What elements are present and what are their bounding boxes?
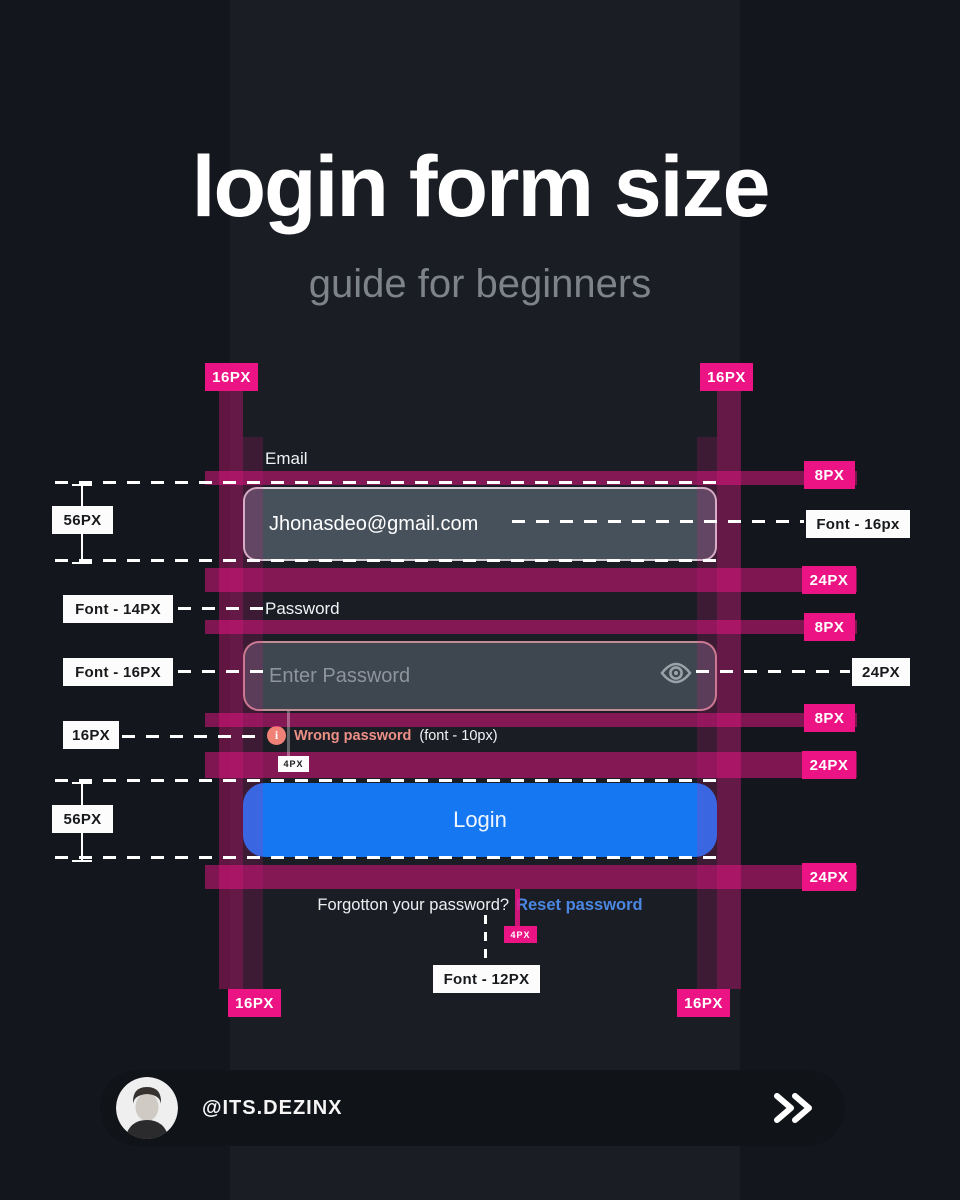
dash-email-font — [512, 520, 804, 523]
dash-email-top — [55, 481, 717, 484]
chip-24px-eye: 24PX — [852, 658, 910, 686]
password-input[interactable] — [243, 641, 717, 711]
page-subtitle: guide for beginners — [308, 262, 652, 306]
avatar — [116, 1077, 178, 1139]
spacing-band-24px-below-email — [205, 568, 857, 592]
chip-56px-email: 56PX — [52, 506, 113, 534]
padding-strip-left — [243, 437, 263, 989]
padding-strip-right — [697, 437, 717, 989]
login-button[interactable]: Login — [243, 783, 717, 857]
reset-password-link[interactable]: Reset password — [516, 896, 643, 914]
spacing-band-8px-error — [205, 713, 857, 727]
dash-email-bottom — [55, 559, 717, 562]
chip-24px-above-button: 24PX — [802, 751, 856, 779]
avatar-image — [116, 1077, 178, 1139]
forgot-password-text: Forgotton your password? — [317, 896, 510, 914]
chip-16px-error: 16PX — [63, 721, 119, 749]
chip-4px-error-gap: 4PX — [278, 756, 309, 772]
dash-placeholder-font — [178, 670, 264, 673]
chip-16px-bottom-left: 16PX — [228, 989, 281, 1017]
chip-24px-below-email: 24PX — [802, 566, 856, 594]
email-field-label: Email — [265, 449, 308, 468]
dash-forgot-font — [484, 915, 487, 960]
chip-24px-below-button: 24PX — [802, 863, 856, 891]
dash-button-bottom — [55, 856, 718, 859]
chip-16px-top-right: 16PX — [700, 363, 753, 391]
chip-font-12px: Font - 12PX — [433, 965, 540, 993]
chip-4px-reset-gap: 4PX — [504, 926, 537, 943]
double-chevron-right-icon[interactable] — [771, 1092, 817, 1124]
dash-button-top — [55, 779, 718, 782]
dash-password-label-font — [178, 607, 265, 610]
chip-16px-top-left: 16PX — [205, 363, 258, 391]
chip-8px-password: 8PX — [804, 613, 855, 641]
eye-icon[interactable] — [660, 661, 692, 685]
dash-error-size — [122, 735, 264, 738]
page-title: login form size — [191, 139, 771, 235]
error-row: i Wrong password (font - 10px) — [267, 726, 498, 745]
chip-56px-button: 56PX — [52, 805, 113, 833]
spacing-band-24px-below-button — [205, 865, 857, 889]
chip-font-16px-left: Font - 16PX — [63, 658, 173, 686]
info-icon: i — [267, 726, 286, 745]
email-input[interactable] — [243, 487, 717, 561]
error-message: Wrong password — [294, 727, 412, 744]
padding-bar-right — [717, 391, 741, 989]
author-handle: @ITS.DEZINX — [202, 1096, 343, 1119]
password-field-label: Password — [265, 599, 340, 618]
chip-16px-bottom-right: 16PX — [677, 989, 730, 1017]
forgot-password-row: Forgotton your password? Reset password — [0, 896, 960, 915]
dash-eye-size — [696, 670, 850, 673]
gap-line-4px-error — [287, 711, 290, 757]
chip-font-16px-right: Font - 16px — [806, 510, 910, 538]
chip-8px-error: 8PX — [804, 704, 855, 732]
error-font-note: (font - 10px) — [419, 727, 498, 744]
padding-bar-left — [219, 391, 243, 989]
chip-font-14px: Font - 14PX — [63, 595, 173, 623]
spacing-band-24px-above-button — [205, 752, 857, 778]
gap-line-4px-reset — [515, 889, 520, 928]
chip-8px-email: 8PX — [804, 461, 855, 489]
footer-credit-bar[interactable]: @ITS.DEZINX — [100, 1070, 845, 1146]
spacing-band-8px-password — [205, 620, 857, 634]
